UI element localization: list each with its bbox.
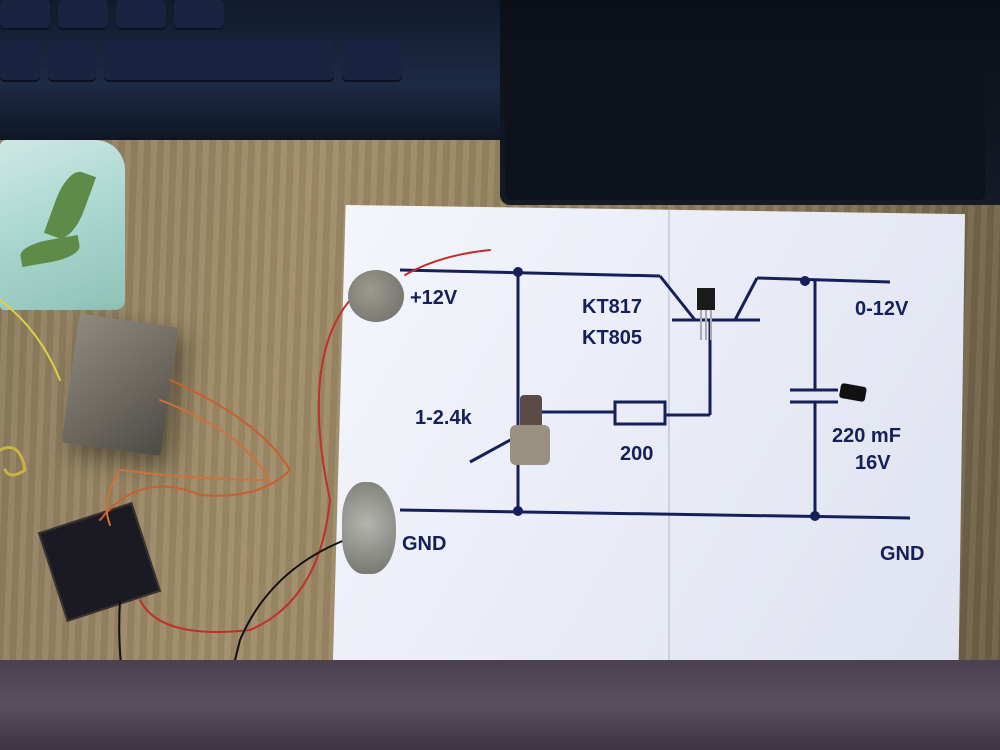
orange-wire bbox=[105, 399, 272, 526]
rock-weight-bottom bbox=[342, 482, 396, 574]
collector-lead bbox=[658, 275, 697, 321]
transistor-body bbox=[697, 288, 715, 310]
ground-label-left: GND bbox=[402, 533, 447, 555]
monitor-stand bbox=[505, 55, 985, 200]
positive-rail bbox=[399, 268, 661, 278]
output-rail bbox=[756, 276, 891, 284]
transistor-label-2: KT805 bbox=[582, 327, 643, 349]
junction-dot bbox=[513, 506, 523, 516]
junction-dot bbox=[800, 276, 810, 286]
alt-key bbox=[48, 40, 96, 82]
rock-weight-top bbox=[348, 270, 404, 322]
keyboard-key bbox=[342, 40, 402, 82]
plastic-bag bbox=[0, 140, 125, 310]
red-wire bbox=[404, 249, 491, 276]
yellow-wire bbox=[0, 446, 27, 477]
emitter-lead bbox=[733, 277, 759, 321]
paper-fold bbox=[668, 205, 670, 660]
windows-key bbox=[0, 40, 40, 82]
potentiometer-body bbox=[510, 425, 550, 465]
keyboard-key bbox=[174, 0, 224, 30]
resistor-label: 200 bbox=[620, 443, 654, 465]
orange-wire bbox=[99, 379, 292, 521]
spacebar bbox=[104, 40, 334, 82]
potentiometer-knob bbox=[520, 395, 542, 430]
keyboard-key bbox=[0, 0, 50, 30]
ground-rail bbox=[399, 508, 911, 520]
yellow-wire bbox=[0, 299, 61, 381]
floor-edge bbox=[0, 660, 1000, 750]
ground-label-right: GND bbox=[880, 543, 925, 565]
keyboard-key bbox=[58, 0, 108, 30]
input-voltage-label: +12V bbox=[410, 287, 458, 309]
resistor-symbol bbox=[613, 400, 667, 426]
junction-dot bbox=[513, 267, 523, 277]
keyboard bbox=[0, 0, 560, 140]
potentiometer-label: 1-2.4k bbox=[415, 407, 472, 429]
electrolytic-capacitor bbox=[839, 383, 867, 402]
capacitor-voltage-label: 16V bbox=[855, 452, 891, 474]
junction-dot bbox=[810, 511, 820, 521]
transistor-label-1: KT817 bbox=[582, 296, 643, 318]
capacitor-label: 220 mF bbox=[832, 425, 901, 447]
keyboard-key bbox=[116, 0, 166, 30]
real-components bbox=[510, 288, 867, 465]
output-voltage-label: 0-12V bbox=[855, 298, 909, 320]
red-wire bbox=[139, 299, 351, 633]
